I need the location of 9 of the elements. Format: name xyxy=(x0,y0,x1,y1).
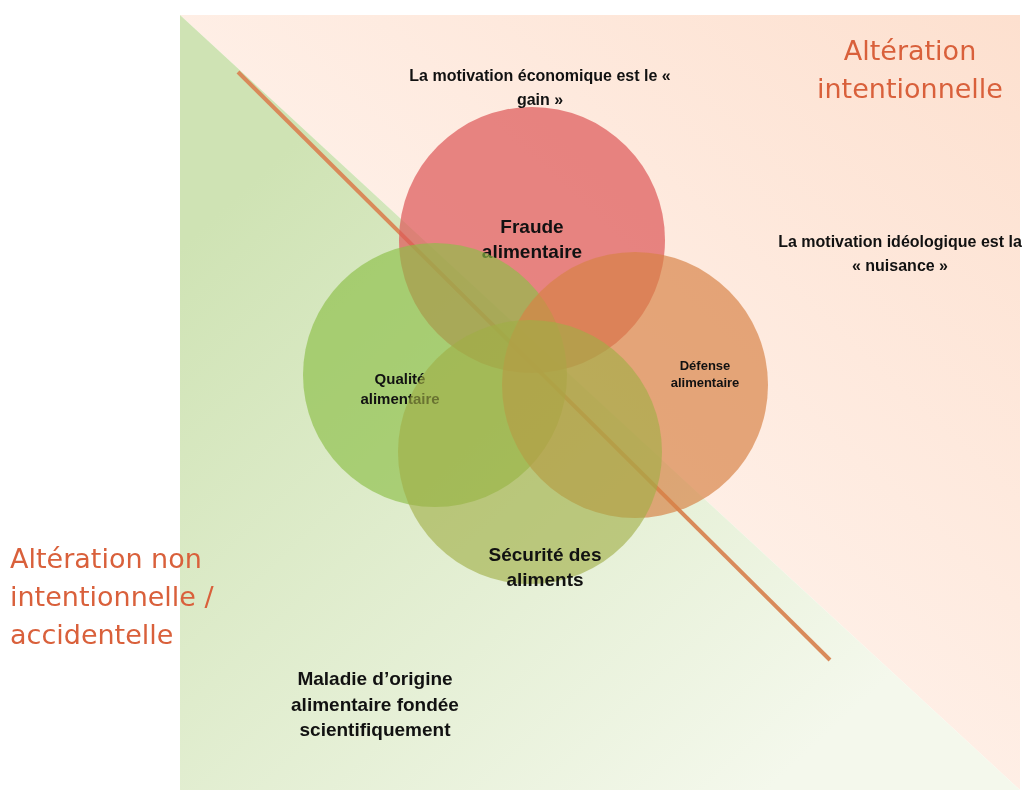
annotation-text: La motivation idéologique est la « nuisance » xyxy=(777,232,1023,276)
region-title: Altération non intentionnelle / accidentelle xyxy=(10,542,215,652)
circle-label: Défense alimentaire xyxy=(669,358,741,392)
annotation-text: Maladie d’origine alimentaire fondée scientifiquement xyxy=(290,667,460,743)
circle-label: Fraude alimentaire xyxy=(480,215,584,264)
circle-label: Qualité alimentaire xyxy=(359,368,441,408)
annotation-text: La motivation économique est le « gain » xyxy=(408,66,672,110)
circle-label: Sécurité des aliments xyxy=(487,543,603,592)
region-title: Altération intentionnelle xyxy=(816,34,1004,106)
